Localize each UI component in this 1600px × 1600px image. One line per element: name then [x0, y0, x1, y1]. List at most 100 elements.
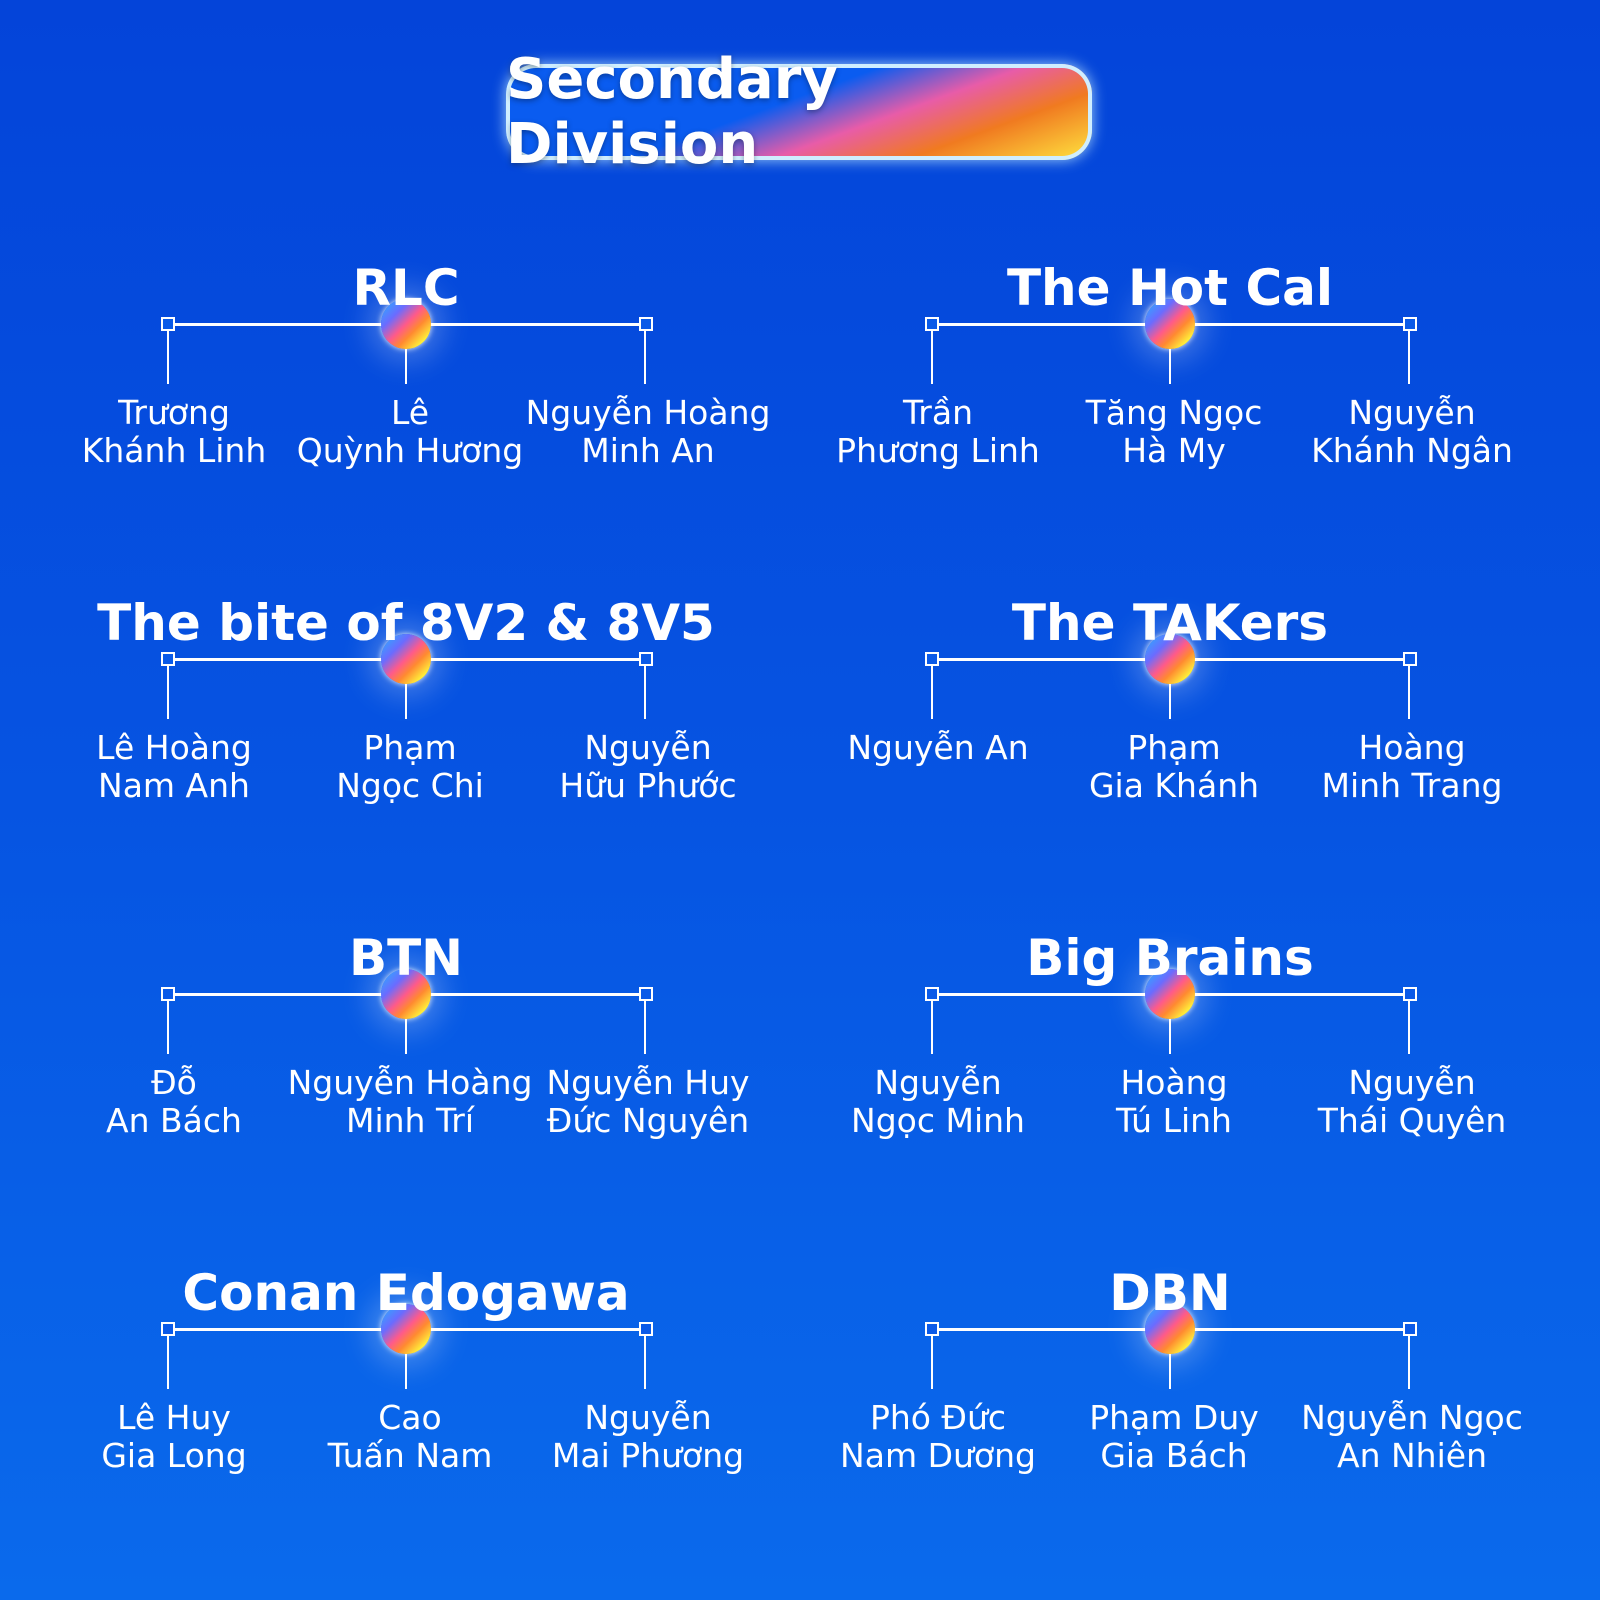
- member-name-line2: Mai Phương: [551, 1436, 745, 1475]
- team-name: The Hot Cal: [1006, 259, 1334, 317]
- member-name: Phạm Duy Gia Bách: [1044, 1399, 1304, 1475]
- connector-line: [167, 659, 169, 719]
- member-name-line1: Nguyễn: [1348, 393, 1476, 432]
- gradient-orb-icon: [1145, 299, 1195, 349]
- member-name-line2: An Bách: [106, 1101, 242, 1140]
- member-name-line2: Đức Nguyên: [546, 1101, 750, 1140]
- member-name: Nguyễn Thái Quyên: [1282, 1064, 1542, 1140]
- end-node-icon: [925, 317, 939, 331]
- member-name-line1: Đỗ: [151, 1063, 197, 1102]
- member-name-line1: Lê Hoàng: [96, 728, 252, 767]
- gradient-orb-icon: [381, 299, 431, 349]
- member-name-line2: Ngọc Chi: [336, 766, 484, 805]
- member-name-line2: Nam Dương: [840, 1436, 1036, 1475]
- member-name-line1: Hoàng: [1358, 728, 1466, 767]
- member-name-line2: Gia Bách: [1100, 1436, 1248, 1475]
- member-name-line1: Phạm: [1127, 728, 1221, 767]
- connector-line: [644, 324, 646, 384]
- end-node-icon: [161, 317, 175, 331]
- member-name: Nguyễn Huy Đức Nguyên: [518, 1064, 778, 1140]
- gradient-orb-icon: [1145, 634, 1195, 684]
- member-name-line2: Nam Anh: [98, 766, 250, 805]
- connector-line: [1408, 1329, 1410, 1389]
- member-name-line1: Hoàng: [1120, 1063, 1228, 1102]
- member-name-line1: Trương: [118, 393, 230, 432]
- team-diagram: The bite of 8V2 & 8V5 Lê Hoàng Nam Anh P…: [16, 593, 796, 928]
- member-name: Đỗ An Bách: [44, 1064, 304, 1140]
- connector-line: [644, 659, 646, 719]
- member-name: Nguyễn Ngọc Minh: [808, 1064, 1068, 1140]
- connector-line: [1408, 659, 1410, 719]
- connector-line: [405, 324, 407, 384]
- gradient-orb-icon: [381, 634, 431, 684]
- member-name-line1: Cao: [378, 1398, 442, 1437]
- connector-line: [167, 994, 169, 1054]
- gradient-orb-icon: [381, 969, 431, 1019]
- connector-line: [931, 324, 933, 384]
- end-node-icon: [639, 317, 653, 331]
- end-node-icon: [1403, 652, 1417, 666]
- member-name-line2: Minh Trang: [1321, 766, 1503, 805]
- connector-line: [1169, 1329, 1171, 1389]
- connector-line: [1169, 994, 1171, 1054]
- member-name: Phó Đức Nam Dương: [808, 1399, 1068, 1475]
- end-node-icon: [1403, 317, 1417, 331]
- member-name-line1: Tăng Ngọc: [1085, 393, 1263, 432]
- connector-line: [405, 994, 407, 1054]
- team-name: RLC: [352, 259, 460, 317]
- member-name: Nguyễn Hoàng Minh An: [518, 394, 778, 470]
- member-name-line2: Tuấn Nam: [327, 1436, 493, 1475]
- connector-line: [1169, 659, 1171, 719]
- team-diagram: DBN Phó Đức Nam Dương Phạm Duy Gia Bách …: [780, 1263, 1560, 1598]
- member-name: Tăng Ngọc Hà My: [1044, 394, 1304, 470]
- connector-line: [1169, 324, 1171, 384]
- member-name-line2: Gia Long: [101, 1436, 247, 1475]
- member-name-line2: Thái Quyên: [1317, 1101, 1507, 1140]
- division-title: Secondary Division: [506, 47, 838, 177]
- end-node-icon: [1403, 1322, 1417, 1336]
- division-title-badge: Secondary Division: [506, 47, 1092, 177]
- connector-line: [1408, 324, 1410, 384]
- team-diagram: BTN Đỗ An Bách Nguyễn Hoàng Minh Trí Ngu…: [16, 928, 796, 1263]
- member-name: Hoàng Minh Trang: [1282, 729, 1542, 805]
- team-name: Big Brains: [1026, 929, 1314, 987]
- end-node-icon: [639, 652, 653, 666]
- team-name: The bite of 8V2 & 8V5: [97, 594, 715, 652]
- member-name-line1: Phó Đức: [869, 1398, 1007, 1437]
- team-diagram: Big Brains Nguyễn Ngọc Minh Hoàng Tú Lin…: [780, 928, 1560, 1263]
- member-name-line2: Hữu Phước: [559, 766, 737, 805]
- team-name: Conan Edogawa: [182, 1264, 630, 1322]
- member-name: Nguyễn Mai Phương: [518, 1399, 778, 1475]
- member-name-line1: Phạm Duy: [1089, 1398, 1259, 1437]
- end-node-icon: [925, 987, 939, 1001]
- end-node-icon: [161, 652, 175, 666]
- member-name-line2: Khánh Ngân: [1311, 431, 1513, 470]
- member-name-line1: Nguyễn: [874, 1063, 1002, 1102]
- team-name: BTN: [348, 929, 464, 987]
- member-name-line1: Phạm: [363, 728, 457, 767]
- member-name-line1: Nguyễn Ngọc: [1301, 1398, 1523, 1437]
- member-name: Cao Tuấn Nam: [280, 1399, 540, 1475]
- connector-line: [167, 1329, 169, 1389]
- end-node-icon: [639, 987, 653, 1001]
- connector-line: [644, 1329, 646, 1389]
- member-name-line2: Quỳnh Hương: [296, 431, 524, 470]
- member-name-line2: Gia Khánh: [1088, 766, 1260, 805]
- member-name-line1: Nguyễn An: [847, 728, 1029, 767]
- member-name: Trần Phương Linh: [808, 394, 1068, 470]
- member-name-line1: Nguyễn: [1348, 1063, 1476, 1102]
- member-name-line2: Phương Linh: [836, 431, 1040, 470]
- member-name: Lê Hoàng Nam Anh: [44, 729, 304, 805]
- member-name-line2: Tú Linh: [1116, 1101, 1232, 1140]
- end-node-icon: [161, 1322, 175, 1336]
- member-name-line2: Ngọc Minh: [851, 1101, 1025, 1140]
- end-node-icon: [925, 1322, 939, 1336]
- member-name-line1: Lê: [390, 393, 430, 432]
- member-name-line1: Nguyễn: [584, 728, 712, 767]
- member-name: Nguyễn Khánh Ngân: [1282, 394, 1542, 470]
- connector-line: [405, 1329, 407, 1389]
- gradient-orb-icon: [1145, 1304, 1195, 1354]
- member-name-line2: Minh Trí: [345, 1101, 474, 1140]
- member-name: Phạm Gia Khánh: [1044, 729, 1304, 805]
- team-name: The TAKers: [1011, 594, 1329, 652]
